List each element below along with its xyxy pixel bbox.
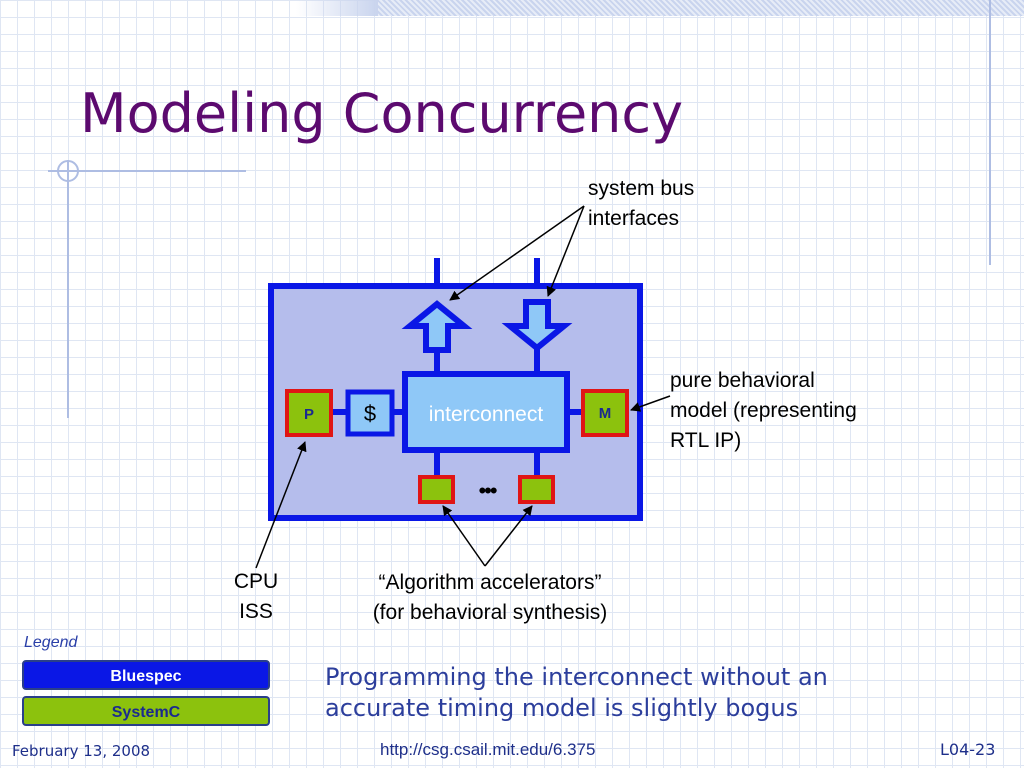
bus-interface-up-arrow	[401, 300, 473, 353]
bottom-note: Programming the interconnect without an …	[325, 663, 828, 722]
right-vertical-rule	[989, 0, 991, 265]
annotation-system-bus: system bus interfaces	[588, 177, 695, 230]
title-underline-rule	[48, 170, 246, 172]
pointer-accel-left	[442, 505, 486, 567]
pointer-processor	[255, 441, 307, 569]
accelerator-left	[418, 475, 455, 504]
interconnect-label: interconnect	[429, 403, 544, 426]
slide-number: L04-23	[940, 740, 996, 759]
top-decor-fade	[296, 0, 378, 16]
cache-block	[345, 389, 395, 437]
processor-label: P	[304, 406, 314, 423]
rule-circle-ornament	[57, 160, 79, 182]
interconnect-block	[402, 371, 570, 453]
pointer-bus-up	[449, 205, 585, 301]
left-vertical-rule	[67, 160, 69, 418]
legend-bluespec: Bluespec	[22, 660, 270, 690]
legend-title: Legend	[24, 634, 78, 651]
annotation-cpu-iss: CPU ISS	[233, 570, 279, 623]
accelerator-ellipsis: •••	[478, 478, 496, 503]
memory-label: M	[599, 405, 612, 422]
processor-block	[285, 389, 333, 437]
slide-title: Modeling Concurrency	[80, 82, 684, 145]
memory-block	[581, 389, 629, 437]
legend-systemc: SystemC	[22, 696, 270, 726]
accelerator-right	[518, 475, 555, 504]
footer-url[interactable]: http://csg.csail.mit.edu/6.375	[380, 740, 596, 759]
annotation-accelerators: “Algorithm accelerators” (for behavioral…	[372, 571, 608, 624]
footer-date: February 13, 2008	[12, 742, 151, 760]
annotation-pure-behavioral: pure behavioral model (representing RTL …	[670, 369, 857, 452]
pointer-memory	[630, 395, 671, 412]
cache-label: $	[364, 401, 376, 426]
top-decor-band	[378, 0, 1024, 16]
pointer-bus-down	[546, 205, 585, 297]
pointer-accel-right	[484, 505, 533, 567]
bus-interface-down-arrow	[501, 299, 573, 352]
